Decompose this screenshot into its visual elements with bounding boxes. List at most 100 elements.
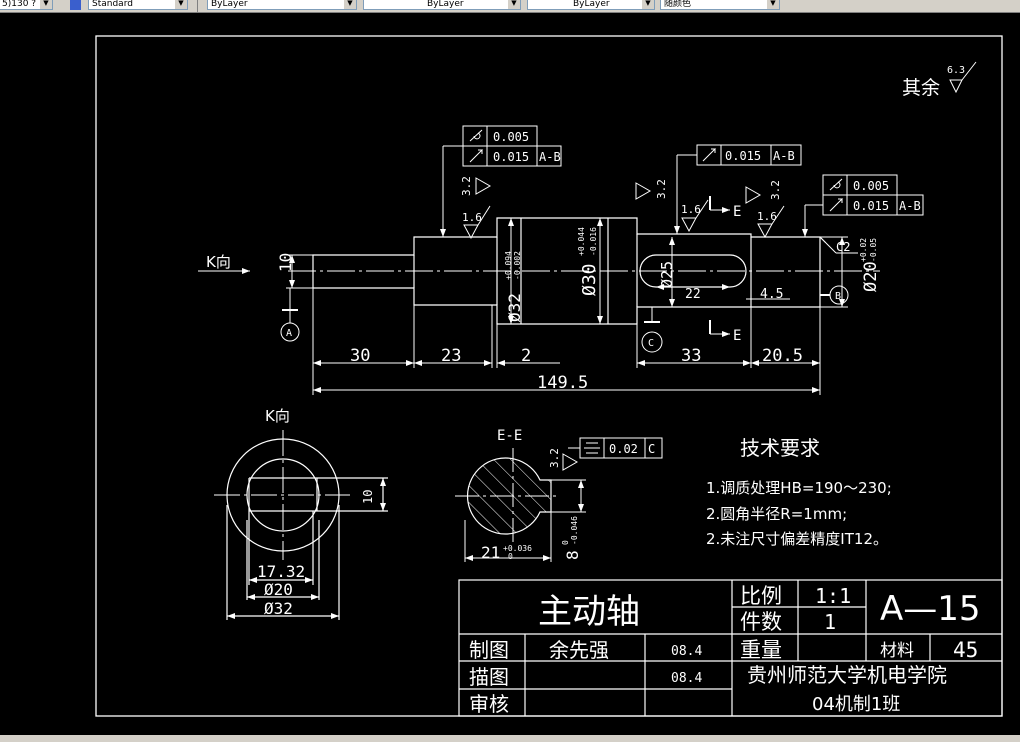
school-name: 贵州师范大学机电学院 (747, 663, 947, 687)
svg-text:21: 21 (481, 543, 500, 562)
roughness-symbols: 3.2 1.6 3.2 1.6 3.2 1.6 (460, 176, 785, 240)
k-view: K向 10 17.32 Ø20 Ø32 (214, 407, 388, 620)
svg-text:3.2: 3.2 (769, 180, 782, 200)
dim-d32: Ø32 +0.094 -0.002 (504, 218, 524, 324)
chevron-down-icon[interactable]: ▼ (344, 0, 356, 9)
lineweight-value: ByLayer (573, 0, 610, 9)
svg-text:3.2: 3.2 (548, 448, 561, 468)
svg-text:4.5: 4.5 (760, 287, 783, 302)
svg-text:0.015: 0.015 (725, 149, 761, 163)
drawing-canvas[interactable]: 其余 6.3 K向 10 A (0, 12, 1020, 735)
svg-text:0: 0 (508, 552, 513, 561)
status-bar (0, 735, 1020, 742)
svg-text:+0.094: +0.094 (504, 251, 513, 280)
svg-text:+0.036: +0.036 (503, 544, 532, 553)
svg-text:0.015: 0.015 (853, 199, 889, 213)
tolerance-left: 0.005 0.015 A-B (440, 125, 562, 237)
svg-text:E: E (733, 204, 741, 220)
svg-text:-0.05: -0.05 (869, 238, 878, 262)
svg-text:其余: 其余 (902, 77, 940, 99)
chevron-down-icon[interactable]: ▼ (767, 0, 779, 9)
lineweight-combo[interactable]: ByLayer ▼ (527, 0, 655, 10)
svg-text:1.6: 1.6 (681, 203, 701, 216)
svg-text:0: 0 (561, 540, 570, 545)
svg-text:17.32: 17.32 (257, 562, 305, 581)
svg-text:B: B (835, 291, 841, 302)
check-label: 审核 (469, 692, 509, 716)
svg-text:Ø30: Ø30 (579, 263, 600, 296)
svg-text:3.2: 3.2 (655, 179, 668, 199)
dim-d25: Ø25 (658, 237, 676, 307)
svg-text:Ø20: Ø20 (861, 261, 881, 292)
dimstyle-combo[interactable]: 5)130 ? ▼ (0, 0, 53, 10)
class-name: 04机制1班 (812, 694, 900, 715)
dimstyle-value: 5)130 ? (2, 0, 37, 9)
svg-text:2.未注尺寸偏差精度IT12。: 2.未注尺寸偏差精度IT12。 (706, 530, 888, 548)
length-dims (312, 288, 821, 395)
svg-text:0.02: 0.02 (609, 442, 638, 456)
qty-value: 1 (824, 610, 836, 634)
len-total: 149.5 (537, 373, 588, 393)
svg-text:A-B: A-B (899, 199, 921, 213)
svg-text:A-B: A-B (773, 149, 795, 163)
linetype-value: ByLayer (427, 0, 464, 9)
draw-date: 08.4 (671, 644, 702, 659)
dim-d30: Ø30 +0.044 -0.016 (577, 218, 603, 324)
svg-text:Ø20: Ø20 (264, 580, 293, 599)
linetype-combo[interactable]: ByLayer ▼ (363, 0, 521, 10)
trace-label: 描图 (469, 665, 509, 689)
properties-toolbar: 5)130 ? ▼ Standard ▼ ByLayer ▼ ByLayer ▼… (0, 0, 1020, 13)
svg-text:A: A (286, 328, 292, 339)
chevron-down-icon[interactable]: ▼ (642, 0, 654, 9)
textstyle-icon[interactable] (70, 0, 81, 10)
len-2: 2 (521, 346, 531, 366)
svg-text:0.005: 0.005 (853, 179, 889, 193)
tolerance-middle: 0.015 A-B (674, 144, 802, 234)
svg-text:C: C (648, 442, 655, 456)
scale-label: 比例 (740, 584, 782, 608)
chevron-down-icon[interactable]: ▼ (508, 0, 520, 9)
chevron-down-icon[interactable]: ▼ (40, 0, 52, 9)
svg-text:C: C (648, 338, 654, 349)
svg-text:10: 10 (276, 253, 295, 272)
len-20-5: 20.5 (762, 346, 803, 366)
svg-text:Ø32: Ø32 (264, 599, 293, 618)
view-k-arrow: K向 (198, 253, 250, 274)
roughness-rest: 其余 6.3 (902, 61, 977, 99)
len-30: 30 (350, 346, 370, 366)
svg-text:C2: C2 (836, 240, 850, 254)
svg-text:A-B: A-B (539, 150, 561, 164)
tolerance-right: 0.005 0.015 A-B (802, 174, 924, 237)
svg-text:0.005: 0.005 (493, 130, 529, 144)
color-combo[interactable]: 随颜色 ▼ (660, 0, 780, 10)
textstyle-combo[interactable]: Standard ▼ (88, 0, 188, 10)
svg-text:1.6: 1.6 (462, 211, 482, 224)
svg-text:6.3: 6.3 (947, 65, 965, 76)
len-23: 23 (441, 346, 461, 366)
datum-c: C (641, 307, 663, 353)
tech-requirements: 技术要求 1.调质处理HB=190～230; 2.圆角半径R=1mm; 2.未注… (706, 436, 892, 548)
svg-text:3.2: 3.2 (460, 176, 473, 196)
svg-text:-0.046: -0.046 (570, 516, 579, 545)
svg-text:1.调质处理HB=190～230;: 1.调质处理HB=190～230; (706, 479, 892, 497)
title-block (458, 579, 1003, 717)
svg-text:K向: K向 (265, 407, 290, 425)
svg-text:E: E (733, 328, 741, 344)
qty-label: 件数 (740, 610, 782, 634)
svg-text:E-E: E-E (497, 428, 522, 444)
dim-left-10: 10 (276, 253, 313, 289)
svg-text:技术要求: 技术要求 (740, 436, 820, 460)
dim-keyway: 22 4.5 (656, 284, 790, 302)
svg-text:10: 10 (361, 490, 375, 504)
svg-text:1.6: 1.6 (757, 210, 777, 223)
material-value: 45 (953, 638, 978, 662)
svg-text:Ø25: Ø25 (658, 261, 676, 288)
section-mark-e: E E (709, 196, 741, 344)
svg-text:0.015: 0.015 (493, 150, 529, 164)
chamfer-c2: C2 (825, 240, 858, 254)
layer-combo[interactable]: ByLayer ▼ (207, 0, 357, 10)
svg-text:8: 8 (563, 550, 582, 560)
svg-text:+0.02: +0.02 (859, 238, 868, 262)
chevron-down-icon[interactable]: ▼ (175, 0, 187, 9)
shaft-main-view (288, 217, 880, 325)
